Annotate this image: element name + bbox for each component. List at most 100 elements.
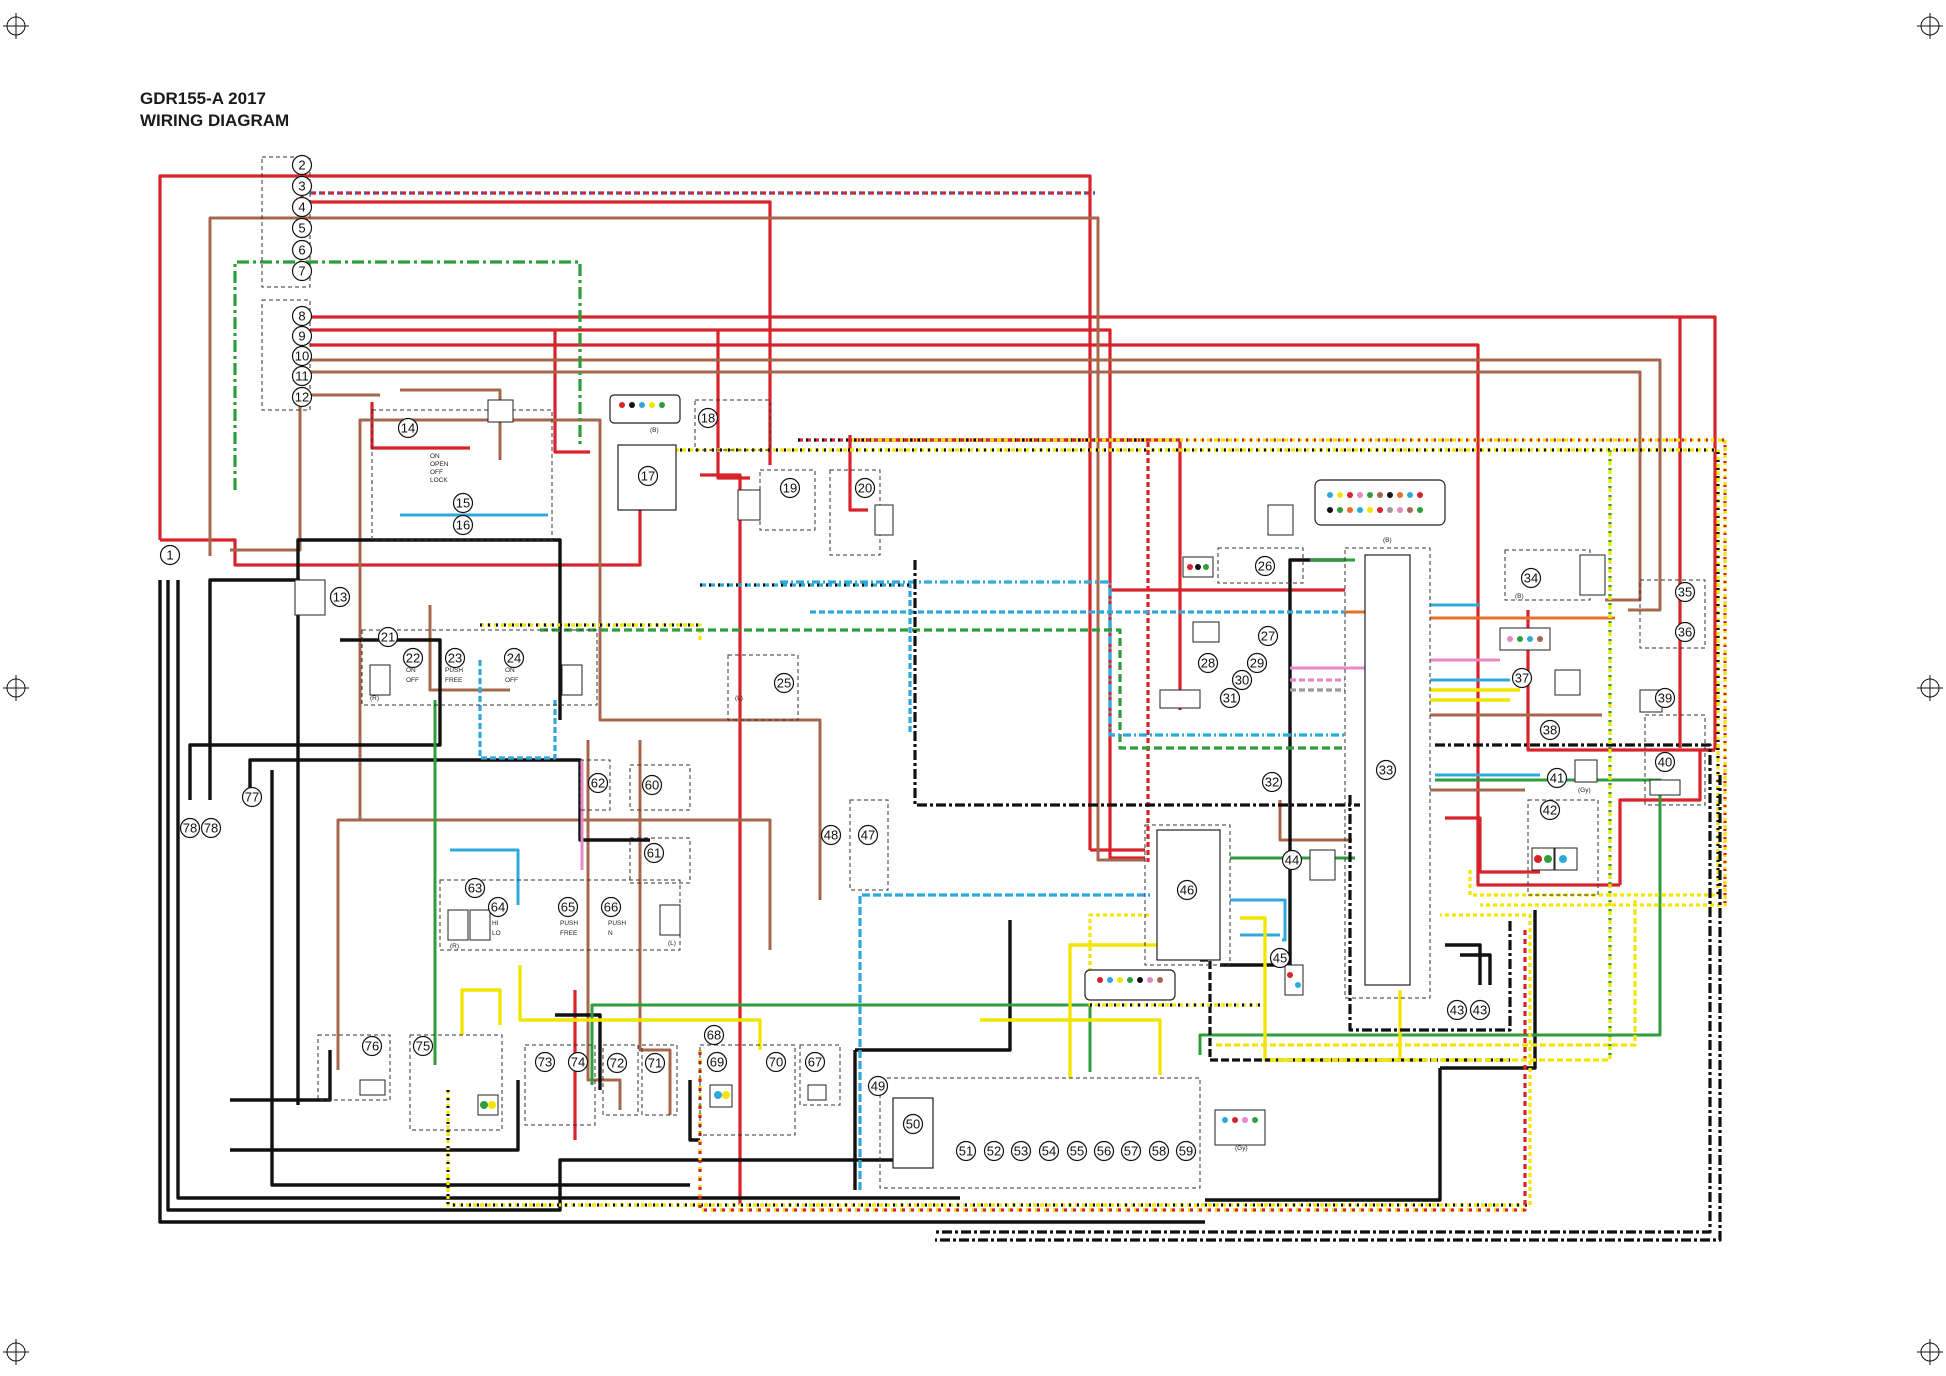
wire-brown <box>428 605 510 692</box>
component-number-text: 6 <box>298 243 305 258</box>
wire-yellow-black-stripe <box>446 913 1532 1207</box>
component-number-51: 51 <box>955 1140 977 1162</box>
wire-yellow <box>518 965 762 1050</box>
wire-red-yellow-stripe <box>698 930 1527 1212</box>
component-number-5: 5 <box>291 217 313 239</box>
component-number-text: 3 <box>298 179 305 194</box>
component-number-circle <box>1257 625 1279 647</box>
wire-red <box>700 473 742 1205</box>
component-number-text: 20 <box>858 481 872 496</box>
component-number-circle <box>1261 771 1283 793</box>
switch-labels: ON OPEN OFF LOCK ON OFF PUSH FREE ON OFF… <box>406 453 626 937</box>
component-number-9: 9 <box>291 325 313 347</box>
component-number-59: 59 <box>1175 1140 1197 1162</box>
wire-black <box>555 1013 602 1090</box>
component-number-text: 46 <box>1180 883 1194 898</box>
component-number-circle <box>179 817 201 839</box>
component-number-38: 38 <box>1539 719 1561 741</box>
registration-mark-icon <box>3 675 29 701</box>
wire-yellow-red-stripe <box>850 438 1727 907</box>
switch-label: ON <box>505 667 515 674</box>
wire-red <box>158 174 1092 850</box>
wire-black <box>1220 558 1345 967</box>
component-number-text: 64 <box>491 900 505 915</box>
wire-brown <box>230 393 380 552</box>
switch-label: OFF <box>430 469 443 476</box>
component-box-67 <box>799 1044 841 1106</box>
component-number-27: 27 <box>1257 625 1279 647</box>
wire-red <box>716 330 750 480</box>
component-number-circle <box>765 1051 787 1073</box>
component-box-60 <box>629 764 691 811</box>
component-number-text: 67 <box>808 1055 822 1070</box>
component-number-circle <box>1269 947 1291 969</box>
registration-mark-icon <box>1917 1339 1943 1365</box>
component-number-circle <box>1038 1140 1060 1162</box>
wire-blue <box>450 848 520 905</box>
component-number-circle <box>1176 879 1198 901</box>
component-number-text: 73 <box>538 1055 552 1070</box>
component-number-42: 42 <box>1539 799 1561 821</box>
component-number-text: 48 <box>824 828 838 843</box>
component-number-65: 65 <box>557 896 579 918</box>
component-number-text: 22 <box>406 651 420 666</box>
component-number-text: 49 <box>871 1079 885 1094</box>
connector-code: (L) <box>735 695 743 702</box>
wire-brown <box>336 818 772 1070</box>
component-number-circle <box>1197 652 1219 674</box>
wire-brown <box>598 545 822 900</box>
component-number-text: 47 <box>861 828 875 843</box>
component-number-36: 36 <box>1674 621 1696 643</box>
component-number-text: 76 <box>365 1039 379 1054</box>
component-number-text: 23 <box>448 651 462 666</box>
component-number-text: 38 <box>1543 723 1557 738</box>
component-number-text: 44 <box>1285 853 1299 868</box>
wire-black-dashed <box>913 560 1360 807</box>
wire-black <box>188 638 442 800</box>
component-number-circle <box>1539 799 1561 821</box>
component-number-text: 43 <box>1450 1003 1464 1018</box>
component-number-text: 41 <box>1550 771 1564 786</box>
meter-box-49 <box>879 1077 1201 1189</box>
switch-label: N <box>608 930 613 937</box>
component-number-30: 30 <box>1231 669 1253 691</box>
component-number-circle <box>867 1075 889 1097</box>
connector-code: (Gy) <box>1578 787 1591 794</box>
component-number-18: 18 <box>697 407 719 429</box>
wire-black <box>688 1080 700 1142</box>
connector-code-labels: (B) (B) (B) (L) (L) (Gy) (Gy) (R) (R) <box>370 427 1591 1152</box>
component-number-69: 69 <box>706 1051 728 1073</box>
connector-code: (B) <box>1515 593 1524 600</box>
fuse-box-lower <box>261 299 311 411</box>
component-number-37: 37 <box>1511 667 1533 689</box>
model-title: GDR155-A 2017 <box>140 89 266 108</box>
wire-black <box>855 920 1012 1052</box>
switch-label: PUSH <box>608 920 626 927</box>
component-number-73: 73 <box>534 1051 556 1073</box>
component-number-text: 51 <box>959 1144 973 1159</box>
wire-brown <box>400 388 502 460</box>
component-number-text: 1 <box>166 548 173 563</box>
component-number-circle <box>1674 621 1696 643</box>
component-number-text: 66 <box>604 900 618 915</box>
wire-red <box>1108 590 1145 860</box>
component-number-text: 37 <box>1515 671 1529 686</box>
component-number-57: 57 <box>1120 1140 1142 1162</box>
component-number-55: 55 <box>1066 1140 1088 1162</box>
component-number-circle <box>1539 719 1561 741</box>
sensor-box-35 <box>1639 579 1706 649</box>
component-number-circle <box>291 325 313 347</box>
component-number-53: 53 <box>1010 1140 1032 1162</box>
wire-red <box>553 330 590 454</box>
component-number-58: 58 <box>1148 1140 1170 1162</box>
registration-mark-icon <box>3 13 29 39</box>
component-number-19: 19 <box>779 477 801 499</box>
component-number-33: 33 <box>1375 759 1397 781</box>
wire-black-dashed <box>935 743 1712 1234</box>
component-number-39: 39 <box>1654 687 1676 709</box>
wire-black <box>158 580 1205 1224</box>
wire-black <box>1460 953 1492 985</box>
component-number-circle <box>779 477 801 499</box>
component-number-67: 67 <box>804 1051 826 1073</box>
wire-harness <box>158 174 1727 1242</box>
